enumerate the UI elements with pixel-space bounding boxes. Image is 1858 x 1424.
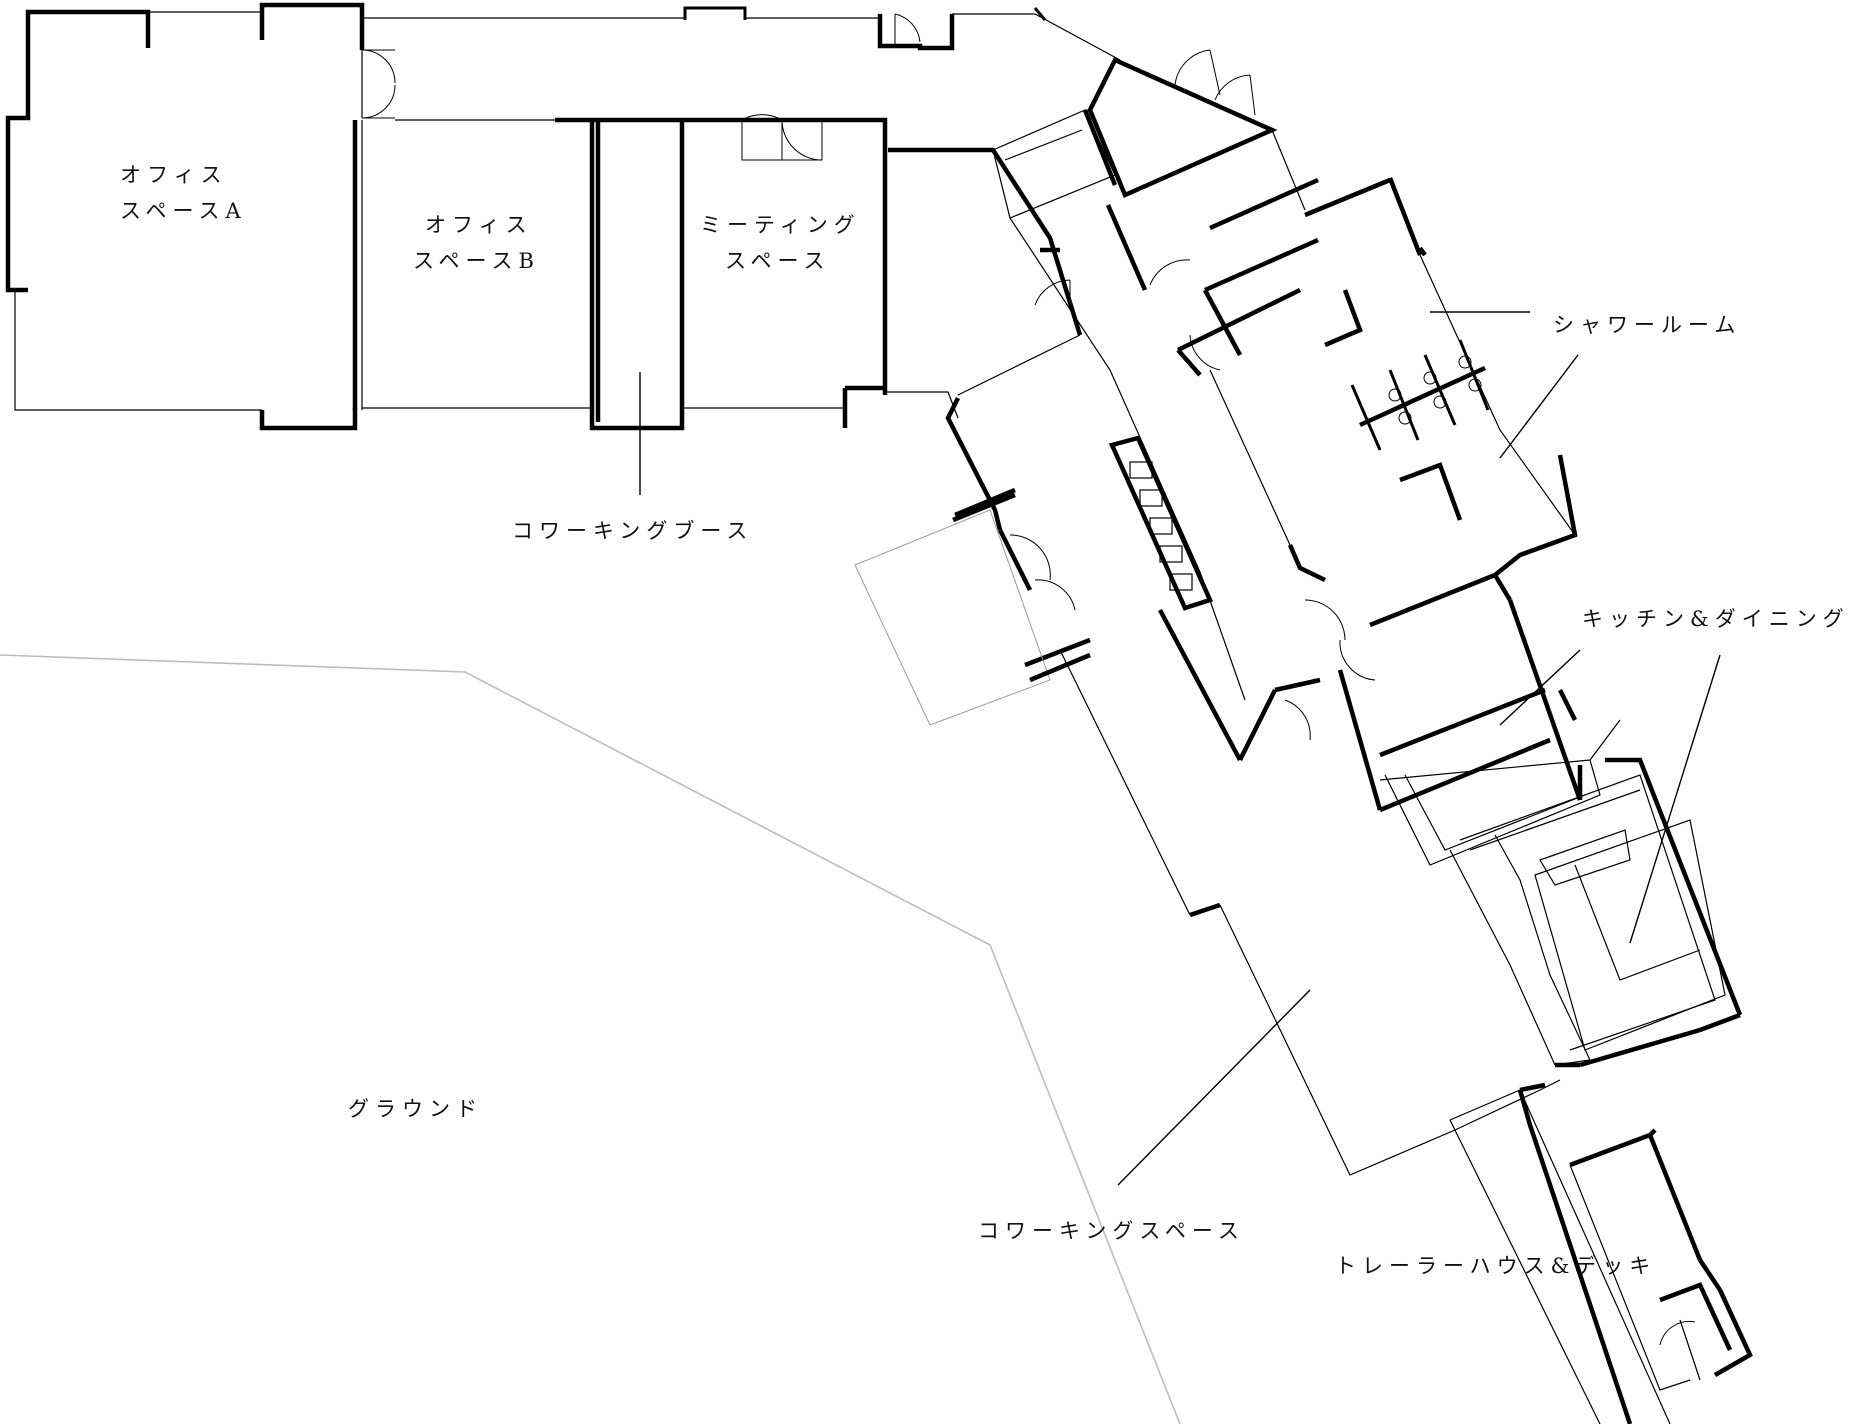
office-space-a-walls [5,2,365,431]
shower-stalls [1350,339,1490,451]
label-coworking-space: コワーキングスペース [978,1219,1245,1243]
annex-room [854,487,1091,726]
ground-boundary [0,654,1181,1424]
trailer-walls [1449,1082,1753,1424]
label-kitchen: キッチン&ダイニング [1582,607,1850,631]
label-shower: シャワールーム [1553,313,1741,337]
label-meeting-line2: スペース [725,249,830,273]
label-coworking-booth: コワーキングブース [512,519,753,543]
door-trailer [1659,1320,1696,1346]
door-entrance [1034,279,1071,306]
label-trailer: トレーラーハウス&デッキ [1335,1254,1656,1278]
room-labels: オフィス スペースA オフィス スペースB ミーティング スペース コワーキング… [120,163,1850,1278]
kitchen-walls [1379,573,1743,1033]
office-b-walls [362,117,888,431]
label-meeting-line1: ミーティング [700,213,861,237]
label-office-b-line1: オフィス [425,213,533,237]
label-ground: グラウンド [348,1097,483,1121]
door-corridor-lower [1284,599,1376,741]
entrance-walls [885,147,1091,668]
bench-counter [1108,435,1214,611]
door-office-a [361,49,396,119]
triangle-room [1087,57,1278,198]
top-corridor-walls [362,6,1121,61]
door-triangle [1174,49,1256,116]
coworking-walls [1059,649,1561,1176]
door-meeting [741,114,823,161]
kitchen-fixtures [1384,759,1726,1068]
label-office-a-line1: オフィス [120,163,228,187]
label-office-b-line2: スペースB [413,249,540,273]
door-shower [1149,259,1221,371]
door-top-corridor [894,13,921,46]
leader-lines [639,311,1721,1186]
central-corridor [992,109,1246,701]
shower-room-walls [1105,129,1578,628]
corridor-lower-walls [1158,608,1551,813]
label-office-a-line2: スペースA [120,199,247,223]
door-annex [1009,534,1076,611]
